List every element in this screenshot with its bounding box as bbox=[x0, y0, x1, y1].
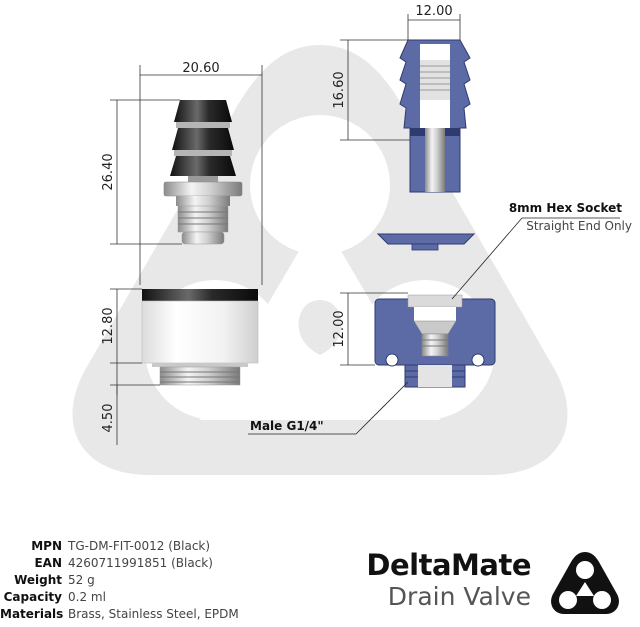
spec-label: Materials bbox=[0, 607, 64, 621]
thread-callout: Male G1/4" bbox=[250, 419, 324, 433]
hex-socket-callout: 8mm Hex Socket bbox=[509, 201, 622, 215]
spec-value: TG-DM-FIT-0012 (Black) bbox=[68, 539, 211, 553]
left-height-mid-label: 12.80 bbox=[101, 307, 116, 344]
product-name: Drain Valve bbox=[387, 582, 531, 611]
left-width-label: 20.60 bbox=[182, 61, 219, 76]
spec-label: EAN bbox=[34, 556, 62, 570]
technical-drawing: 20.60 26.40 12.80 4.50 bbox=[72, 4, 632, 475]
spec-row-weight: Weight 52 g bbox=[0, 572, 360, 589]
right-height-bottom-label: 12.00 bbox=[332, 310, 347, 347]
spec-label: Weight bbox=[14, 573, 62, 587]
callout-leaders bbox=[248, 217, 620, 435]
right-dimension-lines bbox=[340, 14, 461, 366]
left-height-top-label: 26.40 bbox=[101, 153, 116, 190]
hex-socket-subcallout: Straight End Only bbox=[526, 219, 632, 233]
brand-block: DeltaMate Drain Valve bbox=[356, 548, 531, 612]
right-section-view bbox=[374, 39, 496, 388]
spec-table: MPN TG-DM-FIT-0012 (Black) EAN 426071199… bbox=[0, 538, 360, 623]
spec-label: Capacity bbox=[3, 590, 62, 604]
left-exterior-view bbox=[141, 100, 259, 386]
spec-row-mpn: MPN TG-DM-FIT-0012 (Black) bbox=[0, 538, 360, 555]
deltamate-logo-icon bbox=[551, 552, 619, 614]
spec-value: Brass, Stainless Steel, EPDM bbox=[68, 607, 239, 621]
left-dimension-lines bbox=[110, 65, 263, 445]
spec-value: 4260711991851 (Black) bbox=[68, 556, 213, 570]
spec-row-capacity: Capacity 0.2 ml bbox=[0, 589, 360, 606]
right-width-label: 12.00 bbox=[415, 4, 452, 19]
spec-value: 0.2 ml bbox=[68, 590, 106, 604]
spec-row-ean: EAN 4260711991851 (Black) bbox=[0, 555, 360, 572]
spec-row-materials: Materials Brass, Stainless Steel, EPDM bbox=[0, 606, 360, 623]
left-height-thread-label: 4.50 bbox=[101, 404, 116, 433]
right-height-top-label: 16.60 bbox=[332, 71, 347, 108]
spec-label: MPN bbox=[31, 539, 62, 553]
watermark-logo bbox=[72, 45, 568, 475]
spec-value: 52 g bbox=[68, 573, 95, 587]
brand-name: DeltaMate bbox=[366, 548, 531, 582]
